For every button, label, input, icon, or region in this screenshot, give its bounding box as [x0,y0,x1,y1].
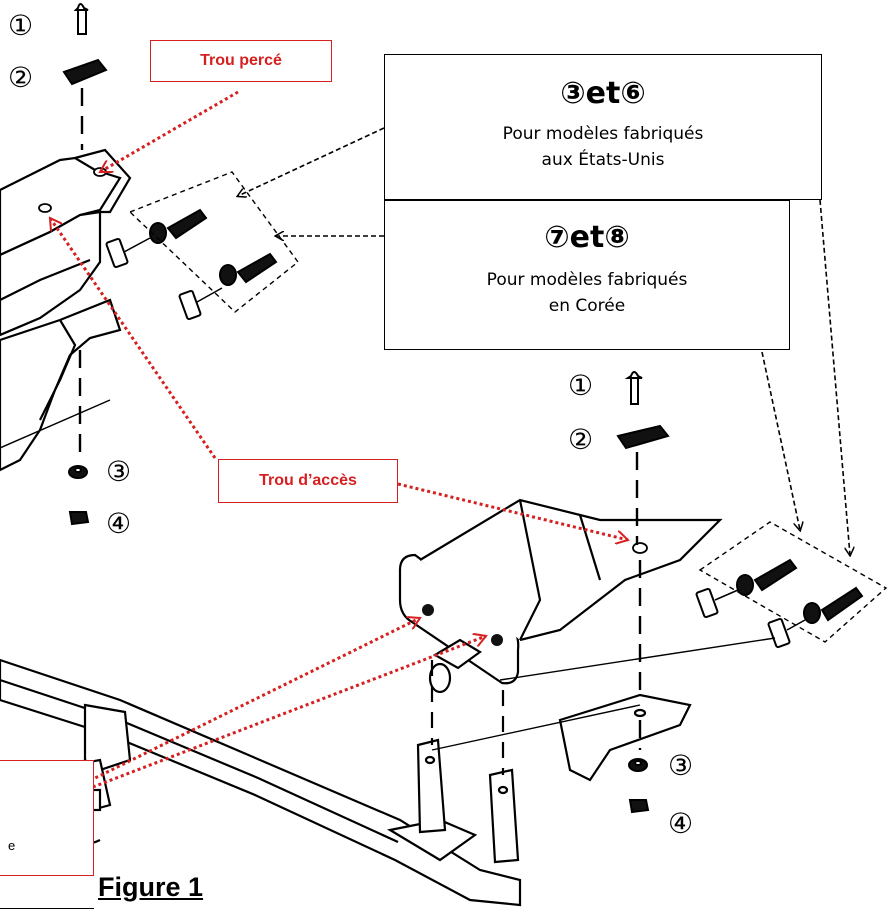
left-bolt-dashed-box [128,171,299,313]
cutoff-red-box [0,760,94,876]
usa-line-2: aux États-Unis [541,150,665,170]
right-side-bolts [499,558,864,681]
left-nut-number: ④ [106,507,132,540]
left-bolt-number: ① [8,9,34,42]
right-plate-number: ② [568,423,594,456]
figure-caption: Figure 1 [98,872,204,902]
left-hardware [62,3,108,526]
korea-line-1: Pour modèles fabriqués [486,270,688,290]
korea-line-2: en Corée [548,296,626,316]
korea-models-callout: ⑦et⑧ Pour modèles fabriqués en Corée [384,200,790,350]
right-lower-brackets [416,693,692,864]
usa-models-callout: ③et⑥ Pour modèles fabriqués aux États-Un… [384,54,822,200]
left-access-hole [38,203,52,213]
left-side-bolts [0,208,278,449]
trou-acces-label: Trou d’accès [218,459,398,503]
trou-acces-hole [632,542,648,554]
usa-line-1: Pour modèles fabriqués [502,124,704,144]
right-bolt-number: ① [568,369,594,402]
left-washer-number: ③ [106,455,132,488]
trou-perce-label: Trou percé [150,40,332,82]
left-frame-rail [0,148,132,472]
right-bracket [398,498,723,694]
black-dashed-arrows [238,127,850,555]
trou-perce-hole [93,167,107,177]
bottom-rule [0,908,94,909]
right-bolt-dashed-box [698,521,888,643]
left-plate-number: ② [8,61,34,94]
right-hardware [430,371,670,814]
usa-part-numbers: ③et⑥ [560,76,646,111]
korea-part-numbers: ⑦et⑧ [544,220,630,255]
right-nut-number: ④ [668,807,694,840]
right-washer-number: ③ [668,749,694,782]
cutoff-letter: e [8,838,16,853]
